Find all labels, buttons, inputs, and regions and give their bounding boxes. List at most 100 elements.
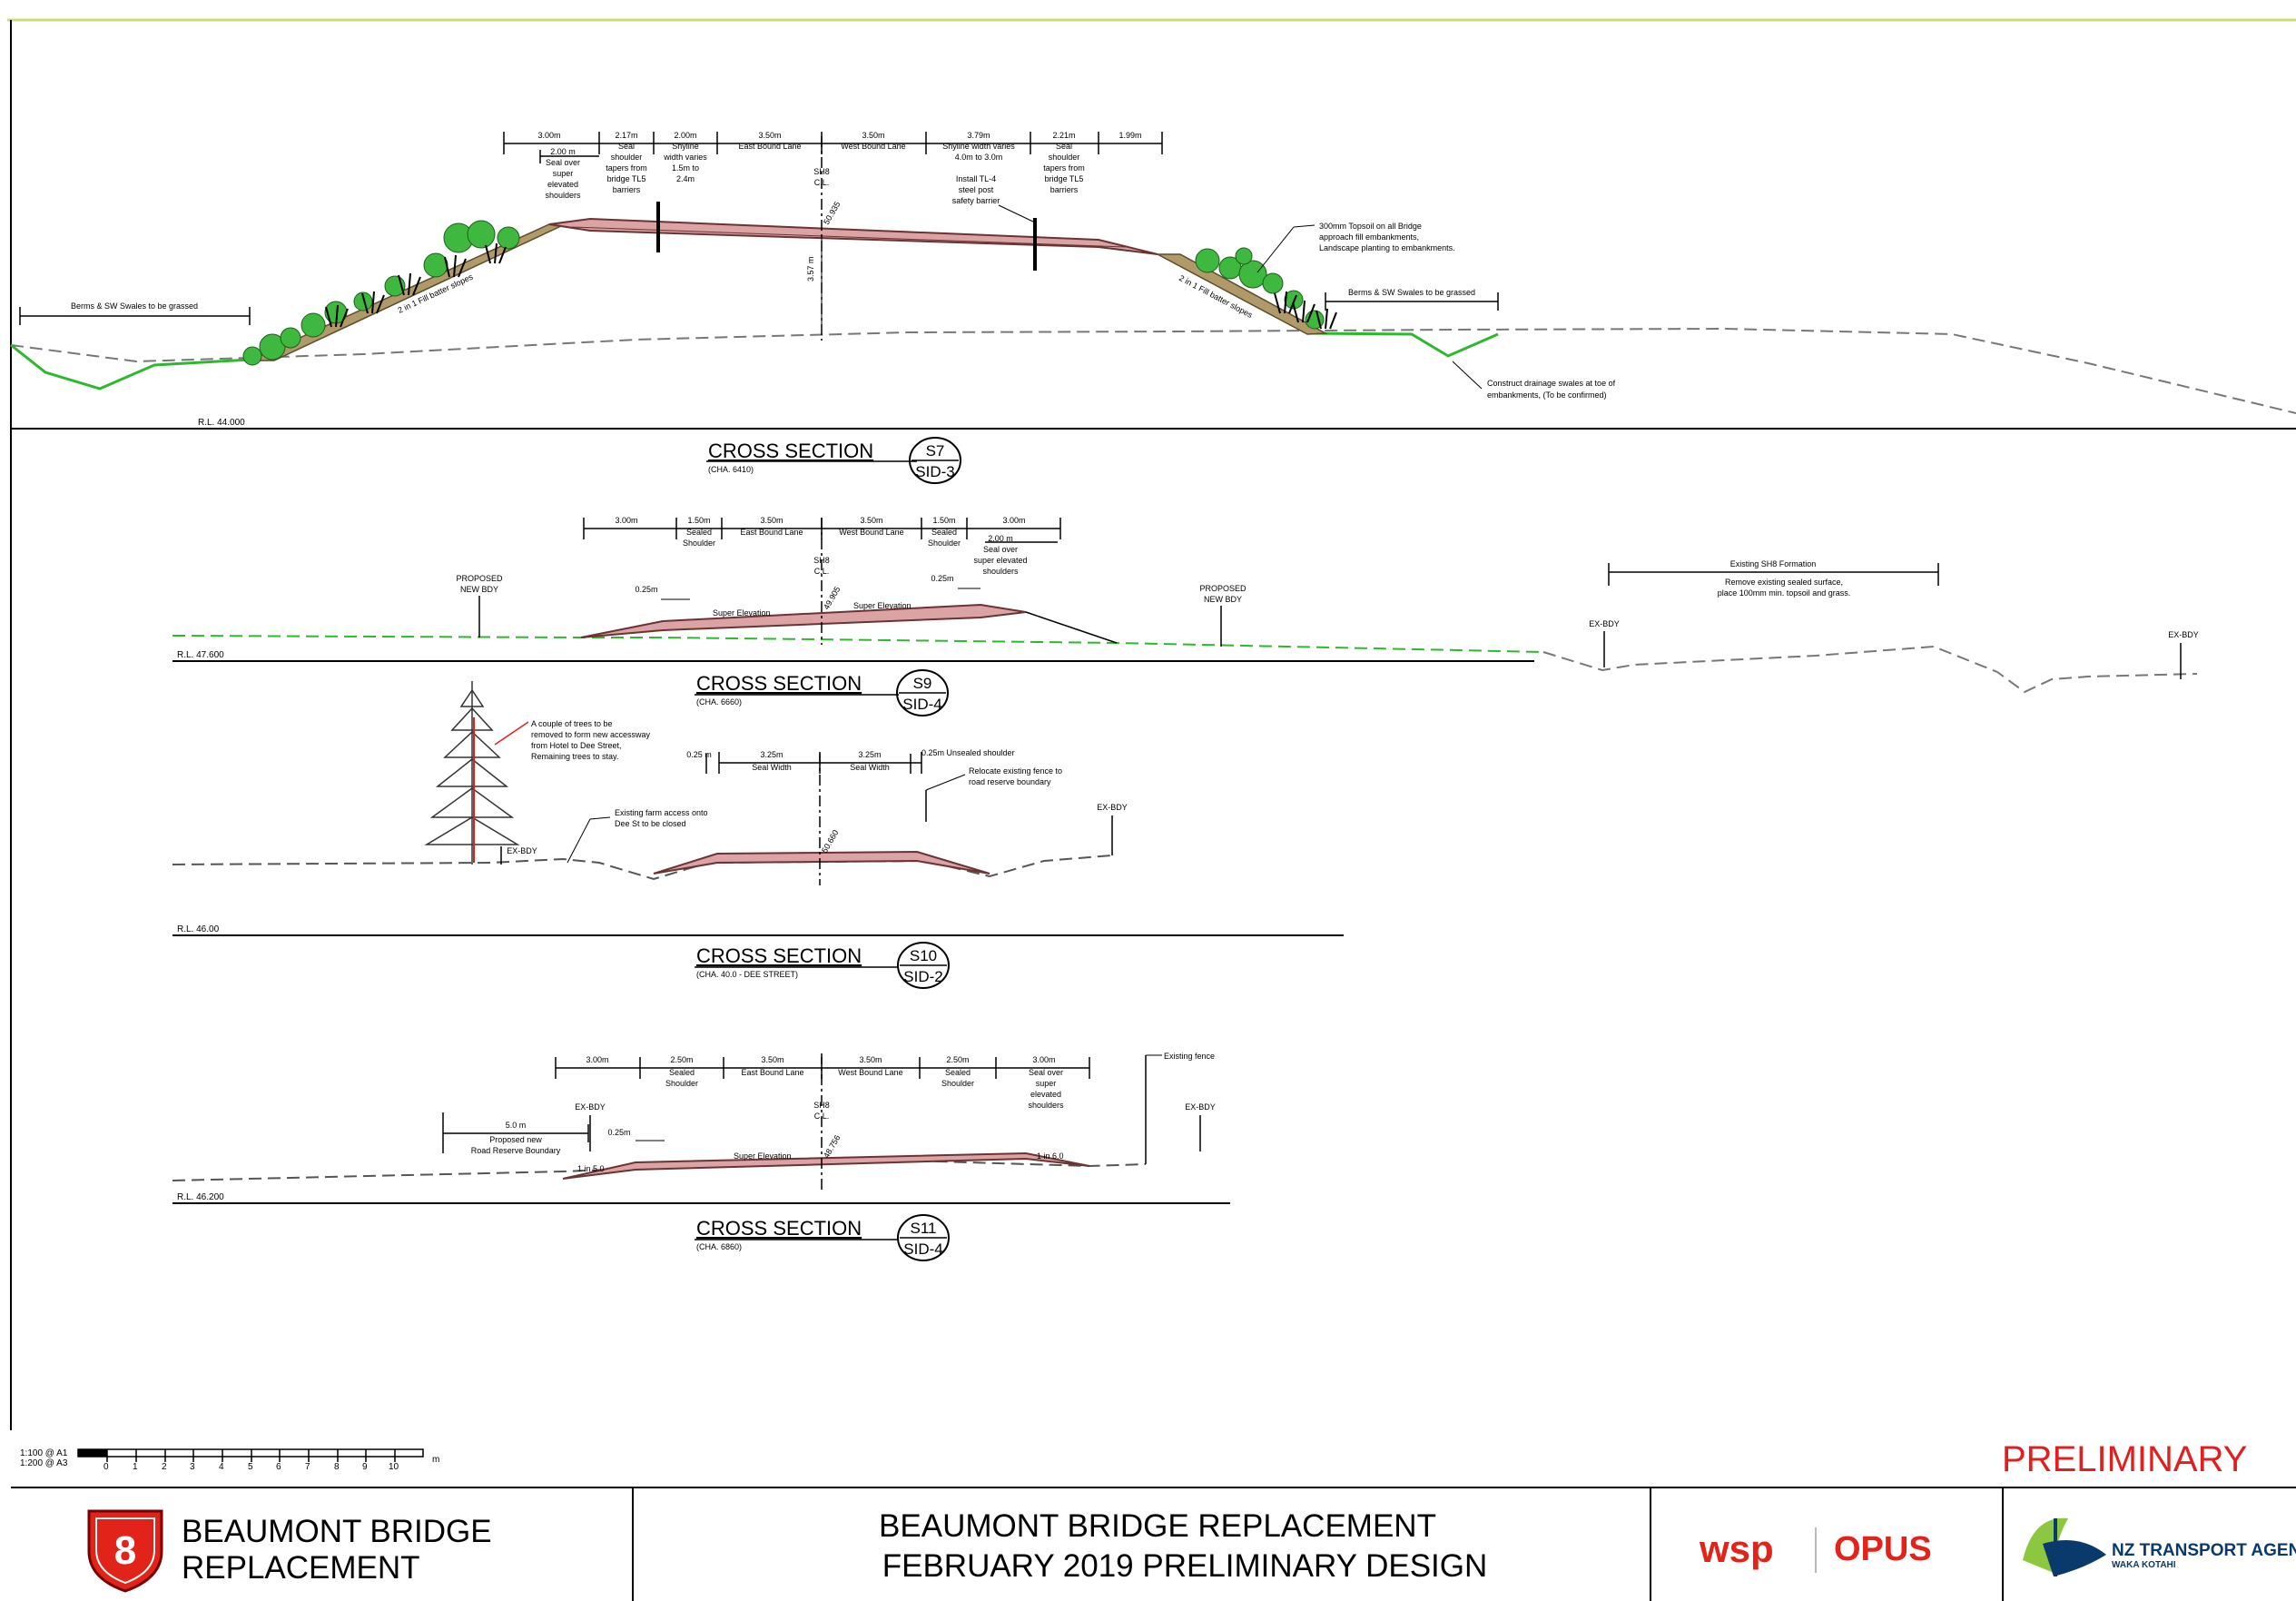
preliminary-stamp: PRELIMINARY [2002, 1439, 2247, 1479]
s9-exbdy-right: EX-BDY [2168, 630, 2199, 639]
s10-dim-gap-left: 0.25 m [686, 750, 712, 759]
svg-text:shoulders: shoulders [1028, 1101, 1064, 1110]
s9-gap-right: 0.25m [931, 574, 953, 583]
svg-text:Seal over: Seal over [546, 158, 580, 167]
s10-farm-leader [589, 816, 611, 820]
s11-exbdy-left: EX-BDY [575, 1102, 606, 1112]
svg-text:shoulder: shoulder [1049, 153, 1080, 162]
s7-planting-left [242, 220, 520, 366]
opus-logo: OPUS [1834, 1530, 1932, 1568]
title-block: 8 BEAUMONT BRIDGE REPLACEMENT BEAUMONT B… [11, 1487, 2296, 1601]
s11-rl: R.L. 46.200 [177, 1192, 224, 1202]
drawing-title-line1: BEAUMONT BRIDGE REPLACEMENT [879, 1508, 1436, 1544]
s9-note-proposed-left: PROPOSED NEW BDY [456, 574, 503, 594]
s10-exbdy-right: EX-BDY [1097, 803, 1128, 812]
s9-dim-6: 3.00m [1002, 516, 1025, 525]
svg-text:Remaining trees to stay.: Remaining trees to stay. [531, 752, 618, 761]
s9-dim-2: 1.50m [687, 516, 710, 525]
s9-dim-5: 1.50m [932, 516, 955, 525]
svg-text:Install TL-4: Install TL-4 [956, 174, 996, 183]
s9-super-right: Super Elevation [853, 601, 912, 610]
s7-berms-right-label: Berms & SW Swales to be grassed [1348, 288, 1475, 297]
project-title-line2: REPLACEMENT [182, 1550, 420, 1586]
state-highway-shield-icon [87, 1509, 163, 1593]
shield-number: 8 [114, 1528, 136, 1573]
scale-tick-2: 2 [162, 1462, 167, 1472]
svg-text:Existing farm access onto: Existing farm access onto [615, 808, 708, 817]
s11-super: Super Elevation [734, 1151, 792, 1161]
s11-label-shoulder-left: Shoulder [665, 1079, 698, 1088]
svg-text:A couple of trees to be: A couple of trees to be [531, 719, 613, 728]
s9-existing-title: Existing SH8 Formation [1730, 559, 1817, 568]
s7-note-barrier: Install TL-4 steel post safety barrier [952, 174, 1000, 205]
svg-text:embankments, (To be confirmed): embankments, (To be confirmed) [1487, 390, 1607, 400]
s11-dim-1: 3.00m [586, 1055, 608, 1064]
s10-exbdy-left: EX-BDY [507, 846, 537, 855]
s11-slope-right: 1 in 6.0 [1037, 1151, 1064, 1161]
s10-label-seal-left: Seal Width [752, 763, 792, 772]
svg-text:bridge TL5: bridge TL5 [1045, 174, 1084, 183]
s7-note-seal-over: Seal over super elevated shoulders [545, 158, 581, 200]
s11-dim-4: 3.50m [859, 1055, 882, 1064]
scale-tick-0: 0 [103, 1462, 109, 1472]
s9-note-sh8: SH8 C.L. [813, 556, 830, 576]
svg-text:Construct drainage swales at t: Construct drainage swales at toe of [1487, 379, 1616, 388]
svg-text:SH8: SH8 [813, 556, 830, 565]
s11-bubble-top: S11 [911, 1220, 937, 1237]
s9-gap-left: 0.25m [635, 585, 657, 594]
s10-title: CROSS SECTION [696, 944, 862, 967]
s11-exbdy-right: EX-BDY [1185, 1102, 1216, 1112]
svg-text:shoulders: shoulders [545, 191, 581, 200]
s10-dimension-string [705, 752, 922, 774]
s9-ground-green [172, 635, 1544, 653]
s7-level-label: 50.935 [822, 200, 842, 226]
s7-topsoil-leader [1293, 224, 1316, 228]
svg-text:PROPOSED: PROPOSED [1199, 584, 1247, 593]
s7-dim-6: 3.79m [967, 131, 990, 140]
cross-section-s9: 49.905 3.00m 1.50m 3.50m 3.50m 1.50m 3.0… [172, 516, 2199, 716]
s7-chainage: (CHA. 6410) [708, 465, 754, 474]
s9-bubble-bottom: SID-4 [902, 696, 941, 713]
svg-text:safety barrier: safety barrier [952, 196, 1000, 205]
s11-note-seal-over: Seal over super elevated shoulders [1028, 1068, 1064, 1110]
svg-text:NEW BDY: NEW BDY [460, 585, 498, 594]
s11-gap: 0.25m [607, 1128, 630, 1137]
s10-tree-leader [494, 721, 529, 746]
svg-text:elevated: elevated [547, 180, 578, 189]
s9-dimension-string [583, 518, 1061, 543]
s7-dim-7: 2.21m [1052, 131, 1075, 140]
s11-pavement [562, 1151, 1090, 1180]
s9-existing-note-2: place 100mm min. topsoil and grass. [1718, 588, 1851, 598]
svg-text:width varies: width varies [663, 153, 707, 162]
svg-text:super: super [553, 169, 574, 178]
s7-right-swale [1306, 331, 1499, 358]
scale-label-a3: 1:200 @ A3 [20, 1458, 68, 1468]
s7-dim-4: 3.50m [758, 131, 781, 140]
s7-bubble-top: S7 [926, 442, 945, 460]
s9-note-seal-over: Seal over super elevated shoulders [973, 545, 1027, 576]
svg-text:elevated: elevated [1030, 1090, 1061, 1099]
s11-note-sh8: SH8 C.L. [813, 1101, 830, 1121]
s7-note-shyline: Shyline width varies 1.5m to 2.4m [663, 142, 707, 183]
s7-note-seal-left: Seal shoulder tapers from bridge TL5 bar… [606, 142, 647, 194]
s7-dim-2: 2.17m [615, 131, 637, 140]
s11-title: CROSS SECTION [696, 1217, 862, 1240]
s9-title: CROSS SECTION [696, 672, 862, 695]
s9-rl: R.L. 47.600 [177, 650, 224, 660]
scale-label-a1: 1:100 @ A1 [20, 1448, 68, 1458]
s10-rl: R.L. 46.00 [177, 924, 220, 934]
s9-existing-note-1: Remove existing sealed surface, [1725, 578, 1843, 587]
svg-text:Landscape planting to embankme: Landscape planting to embankments. [1319, 243, 1455, 252]
s10-bubble-bottom: SID-2 [903, 968, 942, 985]
s7-dim-8: 1.99m [1118, 131, 1141, 140]
scale-bar-fill [78, 1449, 107, 1457]
s7-existing-ground [10, 327, 2296, 414]
svg-text:Shyline: Shyline [672, 142, 699, 151]
svg-text:shoulders: shoulders [982, 567, 1019, 576]
s9-label-shoulder-right: Shoulder [928, 539, 961, 548]
s7-note-seal-right: Seal shoulder tapers from bridge TL5 bar… [1043, 142, 1085, 194]
s7-dim-5: 3.50m [862, 131, 884, 140]
s10-note-fence: Relocate existing fence to road reserve … [969, 766, 1062, 786]
s7-lane-west: West Bound Lane [841, 142, 905, 151]
